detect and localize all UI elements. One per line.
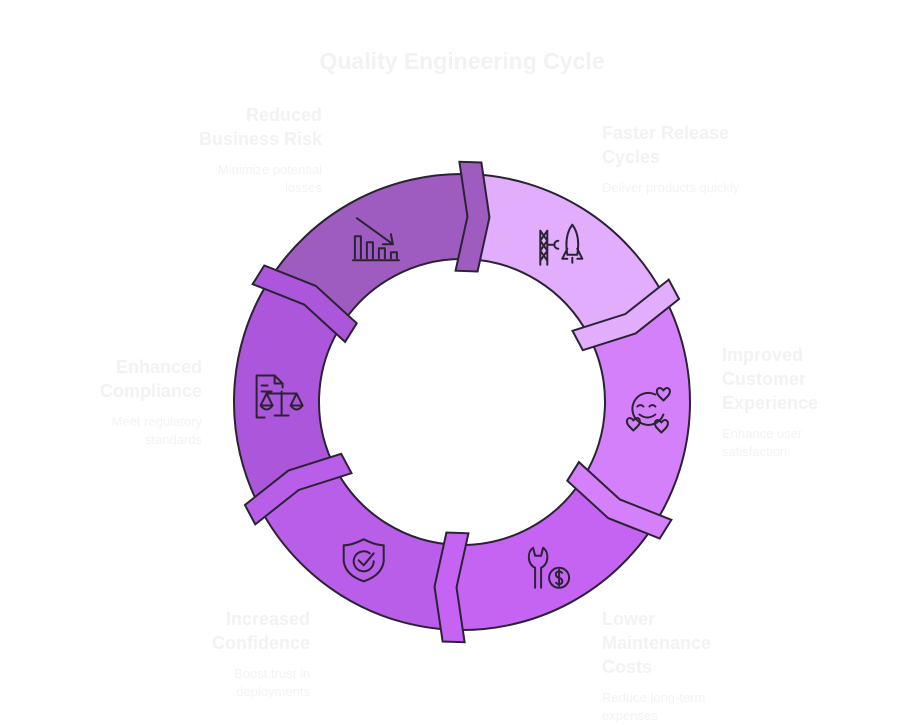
connector-arrow (243, 452, 353, 526)
segment-heading: Increased Confidence (150, 607, 310, 655)
heading-line: Lower (602, 609, 656, 629)
connector-arrow (251, 264, 359, 344)
label-increased-confidence: Increased Confidence Boost trust in depl… (150, 607, 310, 701)
connector-arrow (454, 160, 491, 273)
heading-line: Compliance (99, 381, 202, 401)
heading-line: Increased (225, 609, 310, 629)
happy-face-hearts-icon (625, 387, 671, 434)
heading-line: Reduced (245, 105, 322, 125)
description-line: expenses (602, 708, 658, 723)
description-line: Enhance user (722, 426, 803, 441)
connector-arrow (571, 278, 681, 352)
segment-heading: Lower Maintenance Costs (602, 607, 762, 679)
description-line: Reduce long-term (602, 690, 706, 705)
label-faster-release-cycles: Faster Release Cycles Deliver products q… (602, 121, 792, 197)
declining-chart-icon (351, 217, 400, 262)
label-enhanced-compliance: Enhanced Compliance Meet regulatory stan… (42, 355, 202, 449)
segment-heading: Enhanced Compliance (42, 355, 202, 403)
segment-description: Minimize potential losses (142, 161, 322, 197)
segment-description: Boost trust in deployments (150, 665, 310, 701)
rocket-launch-icon (539, 223, 584, 266)
heading-line: Improved (722, 345, 804, 365)
description-line: Boost trust in (234, 666, 310, 681)
label-reduced-business-risk: Reduced Business Risk Minimize potential… (142, 103, 322, 197)
description-line: standards (144, 432, 202, 447)
connector-arrow (565, 460, 673, 540)
segment-description: Deliver products quickly (602, 180, 740, 195)
shield-check-icon (342, 538, 385, 583)
heading-line: Experience (722, 393, 819, 413)
heading-line: Faster Release (602, 123, 730, 143)
description-line: satisfaction (722, 444, 788, 459)
segment-description: Enhance user satisfaction (722, 425, 872, 461)
description-line: Minimize potential (217, 162, 322, 177)
heading-line: Customer (722, 369, 807, 389)
description-line: deployments (236, 684, 310, 699)
document-scales-icon (255, 374, 304, 419)
heading-line: Costs (602, 657, 653, 677)
wrench-dollar-icon (527, 546, 571, 589)
heading-line: Enhanced (115, 357, 202, 377)
heading-line: Business Risk (198, 129, 322, 149)
segment-heading: Faster Release Cycles (602, 121, 792, 169)
segment-description: Meet regulatory standards (42, 413, 202, 449)
label-improved-customer-experience: Improved Customer Experience Enhance use… (722, 343, 872, 461)
description-line: losses (285, 180, 322, 195)
heading-line: Maintenance (602, 633, 712, 653)
connector-arrow (433, 531, 470, 644)
heading-line: Cycles (602, 147, 661, 167)
segment-heading: Improved Customer Experience (722, 343, 872, 415)
segment-heading: Reduced Business Risk (142, 103, 322, 151)
segment-description: Reduce long-term expenses (602, 689, 762, 725)
label-lower-maintenance-costs: Lower Maintenance Costs Reduce long-term… (602, 607, 762, 725)
diagram-title: Quality Engineering Cycle (319, 48, 605, 74)
heading-line: Confidence (211, 633, 310, 653)
description-line: Meet regulatory (111, 414, 202, 429)
